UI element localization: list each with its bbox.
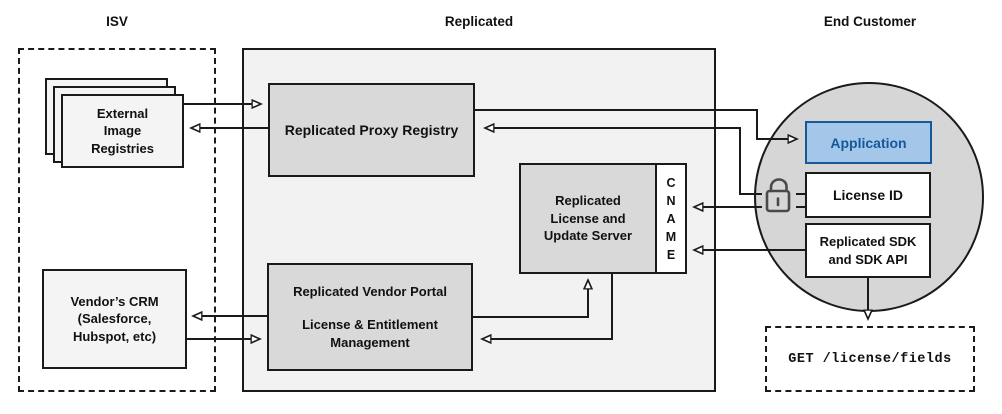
application-node: Application	[805, 121, 932, 164]
cname-label: C N A M E	[665, 175, 677, 262]
end-customer-section-label: End Customer	[823, 14, 917, 29]
replicated-sdk-node: Replicated SDK and SDK API	[805, 223, 931, 278]
external-image-registries-node: External Image Registries	[61, 94, 184, 168]
replicated-proxy-registry-node: Replicated Proxy Registry	[268, 83, 475, 177]
license-id-node: License ID	[805, 172, 931, 218]
isv-section-label: ISV	[106, 14, 128, 29]
vendor-portal-title: Replicated Vendor Portal	[293, 283, 447, 299]
isv-boundary-box	[18, 48, 216, 392]
replicated-vendor-portal-node: Replicated Vendor Portal License & Entit…	[267, 263, 473, 371]
cname-node: C N A M E	[655, 163, 687, 274]
license-update-server-node: Replicated License and Update Server	[519, 163, 657, 274]
vendor-portal-subtitle: License & Entitlement Management	[302, 317, 438, 350]
get-license-fields-node: GET /license/fields	[765, 326, 975, 392]
vendors-crm-node: Vendor’s CRM (Salesforce, Hubspot, etc)	[42, 269, 187, 369]
replicated-section-label: Replicated	[444, 14, 514, 29]
